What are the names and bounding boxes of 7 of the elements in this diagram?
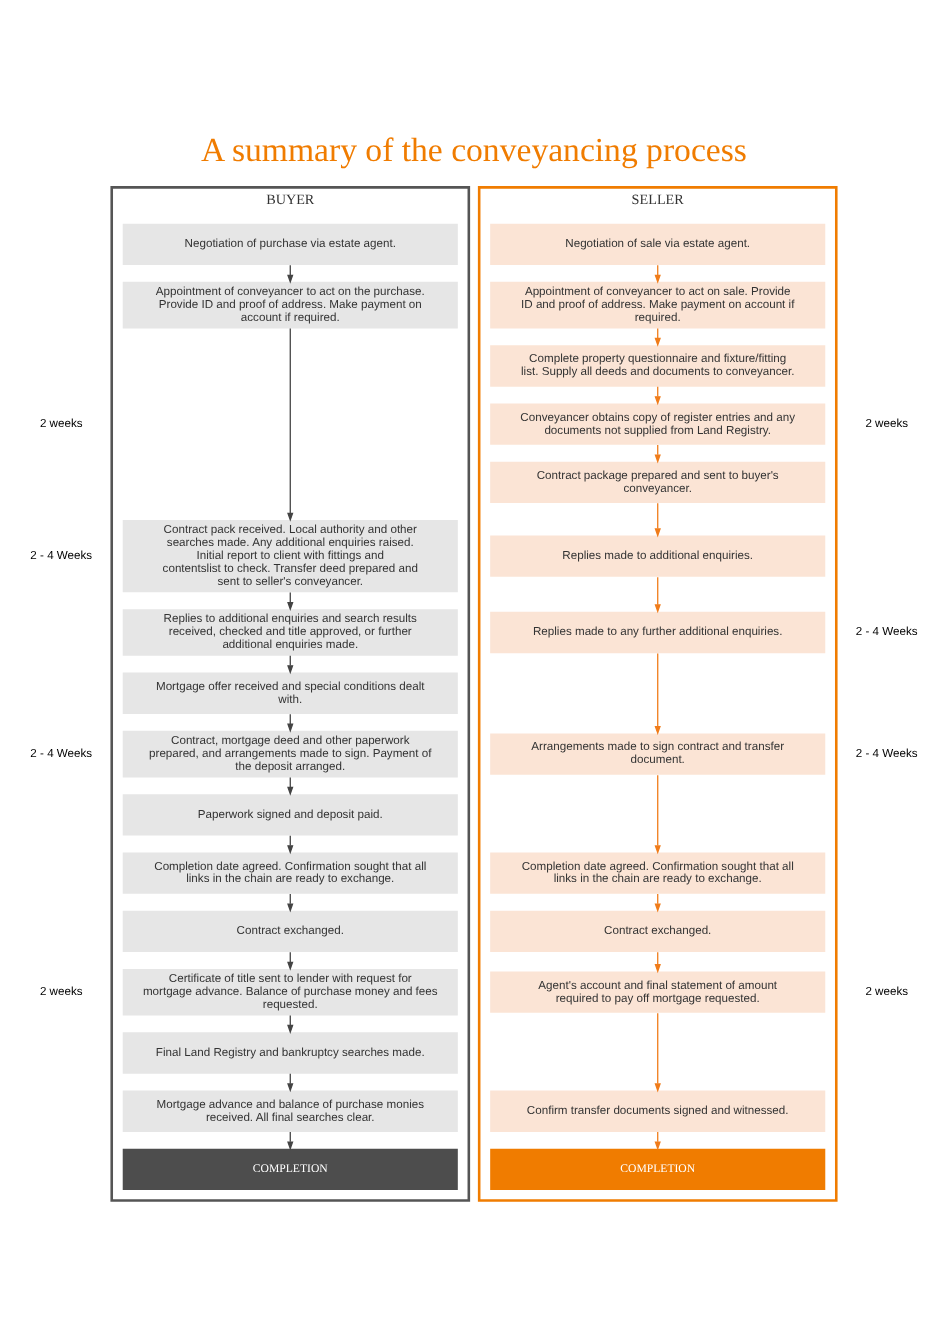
arrow — [654, 774, 661, 855]
arrow — [654, 576, 661, 614]
arrow — [287, 327, 294, 522]
diagram-title: A summary of the conveyancing process — [201, 131, 747, 170]
arrow — [654, 502, 661, 538]
arrow — [654, 1012, 661, 1093]
arrow — [654, 652, 661, 736]
